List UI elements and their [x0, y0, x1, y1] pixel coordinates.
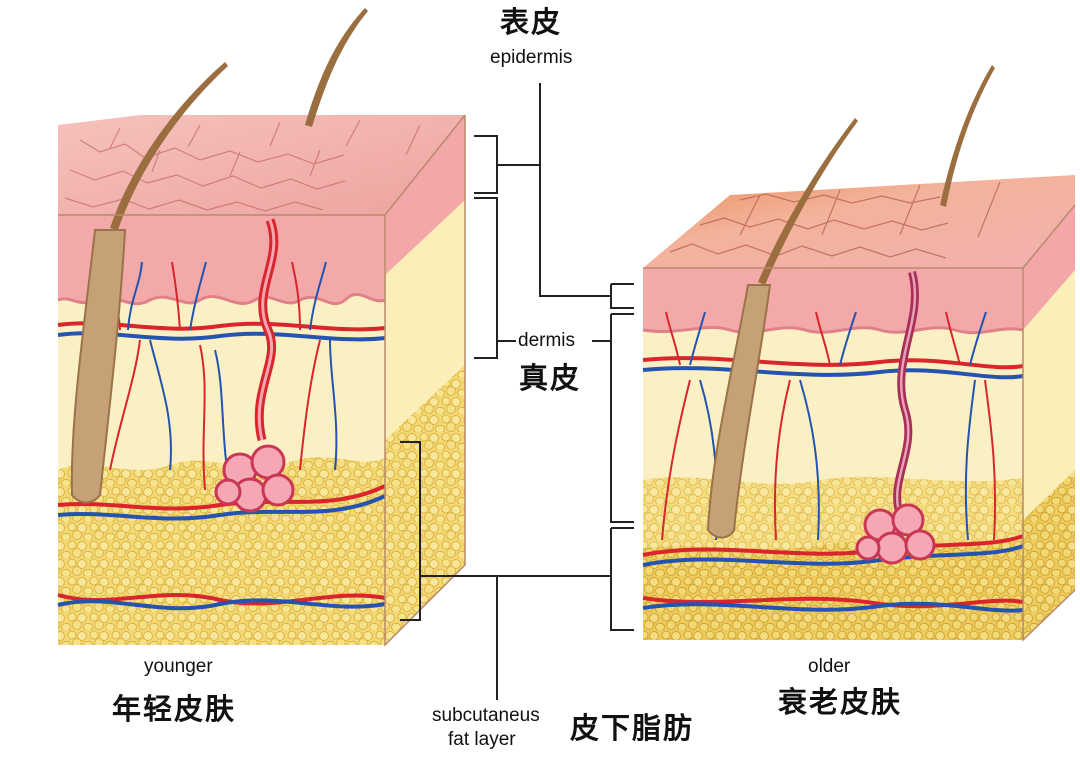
- older-fat-layer: [643, 540, 1023, 640]
- epidermis-bracket-older: [610, 283, 634, 309]
- older-hair-shaft: [758, 118, 858, 285]
- younger-label-en: younger: [144, 656, 213, 677]
- older-front-epidermis: [643, 268, 1023, 333]
- older-vein-lower: [642, 544, 1024, 567]
- leader-lines: [400, 83, 634, 700]
- older-artery-deep: [642, 596, 1024, 609]
- younger-surface-texture: [64, 119, 421, 212]
- younger-sweat-gland-coil: [214, 444, 295, 513]
- older-sweat-duct-lumen: [895, 271, 917, 516]
- older-sweat-gland-coil: [855, 503, 936, 565]
- older-side-epidermis: [1023, 205, 1075, 330]
- subcutaneous-label-en-line2: fat layer: [448, 729, 516, 750]
- younger-hair-follicle: [70, 229, 127, 504]
- subcutaneous-label-en-line1: subcutaneus: [432, 705, 540, 726]
- younger-side-epidermis: [385, 115, 465, 275]
- younger-front-epidermis: [58, 215, 385, 304]
- epidermis-label-cn: 表皮: [500, 5, 563, 39]
- fat-bracket-younger: [400, 441, 421, 621]
- dermis-label-cn: 真皮: [519, 361, 582, 395]
- older-top-surface: [643, 175, 1075, 268]
- dermis-label-en: dermis: [518, 330, 576, 351]
- dermis-bracket-older: [610, 313, 634, 523]
- younger-skin-block: [57, 8, 466, 647]
- younger-artery-deep: [57, 593, 386, 606]
- younger-block-edge: [58, 114, 466, 647]
- older-hair-shaft-2: [940, 65, 995, 207]
- younger-hair-shaft-2: [305, 8, 368, 127]
- epidermis-label-en: epidermis: [490, 47, 573, 68]
- younger-vein-lower: [57, 494, 386, 521]
- older-label-cn: 衰老皮肤: [778, 685, 903, 719]
- fat-bracket-older: [610, 527, 634, 631]
- older-vein-upper: [642, 366, 1024, 380]
- older-artery-upper: [642, 356, 1024, 370]
- older-hair-follicle: [706, 284, 772, 539]
- younger-artery-lower: [57, 484, 386, 511]
- older-vein-deep: [642, 601, 1024, 613]
- older-label-en: older: [808, 656, 851, 677]
- epidermis-bracket-younger: [474, 135, 498, 194]
- younger-label-cn: 年轻皮肤: [112, 692, 237, 726]
- older-block-edge: [643, 204, 1076, 642]
- fat-connector: [420, 575, 611, 700]
- epidermis-connector: [497, 83, 611, 297]
- younger-vein-deep: [57, 598, 386, 611]
- older-capillaries: [661, 311, 997, 541]
- younger-sweat-duct-lumen: [257, 219, 276, 441]
- subcutaneous-label-cn: 皮下脂肪: [570, 711, 695, 745]
- older-basal-layer-flattened: [642, 326, 1024, 335]
- older-skin-block: [642, 65, 1076, 642]
- dermis-bracket-younger: [474, 197, 498, 359]
- younger-hair-shaft: [110, 62, 228, 230]
- older-side-fat: [1023, 470, 1075, 640]
- older-surface-wrinkles: [669, 181, 1001, 259]
